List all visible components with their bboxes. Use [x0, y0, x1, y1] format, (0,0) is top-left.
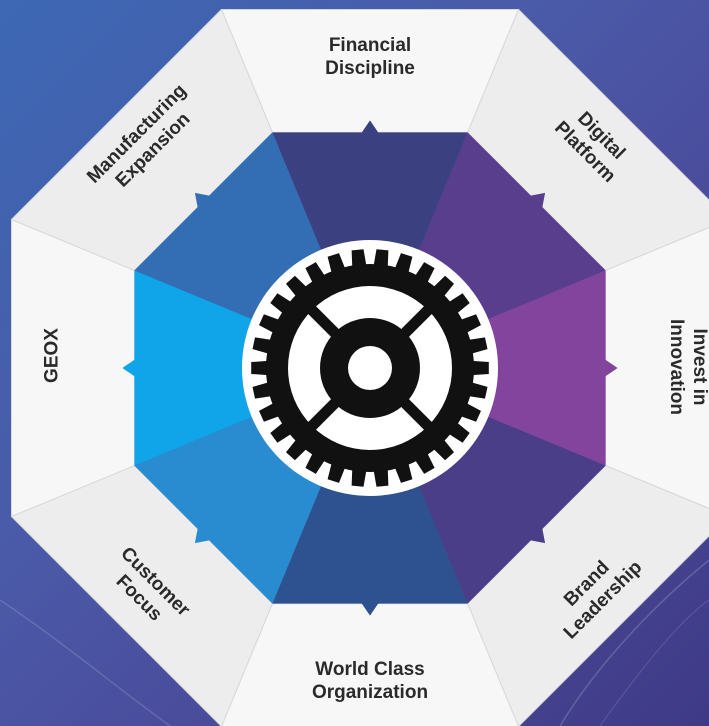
- label-line: Financial: [328, 35, 412, 56]
- label-invest-in-innovation: Invest in Innovation: [665, 267, 709, 467]
- segment-arrow: [194, 192, 211, 209]
- outer-panel: [11, 218, 135, 518]
- bg-curve: [559, 559, 709, 726]
- segment-arrow: [122, 359, 136, 377]
- segment-arrow: [604, 359, 618, 377]
- outer-panels: [10, 8, 709, 726]
- label-geox: GEOX: [41, 256, 64, 456]
- label-line: Discipline: [325, 58, 415, 79]
- label-financial-discipline: Financial Discipline: [270, 34, 470, 80]
- segment-arrow: [529, 527, 546, 544]
- bg-curve: [599, 599, 709, 726]
- gear-icon: [251, 249, 489, 487]
- background-curves: [0, 559, 709, 726]
- segment-arrow: [529, 192, 546, 209]
- label-line: World Class: [315, 659, 425, 680]
- label-line: Organization: [311, 682, 429, 703]
- segment-arrow: [361, 602, 379, 616]
- segment-arrows: [122, 120, 618, 616]
- bg-curve: [0, 599, 171, 726]
- label-world-class-organization: World Class Organization: [270, 658, 470, 704]
- label-line: GEOX: [41, 328, 63, 383]
- gear-center-hole: [348, 346, 392, 390]
- segment-arrow: [361, 120, 379, 134]
- label-line: Invest in: [689, 328, 709, 406]
- segment-arrow: [194, 527, 211, 544]
- label-line: Innovation: [666, 318, 687, 416]
